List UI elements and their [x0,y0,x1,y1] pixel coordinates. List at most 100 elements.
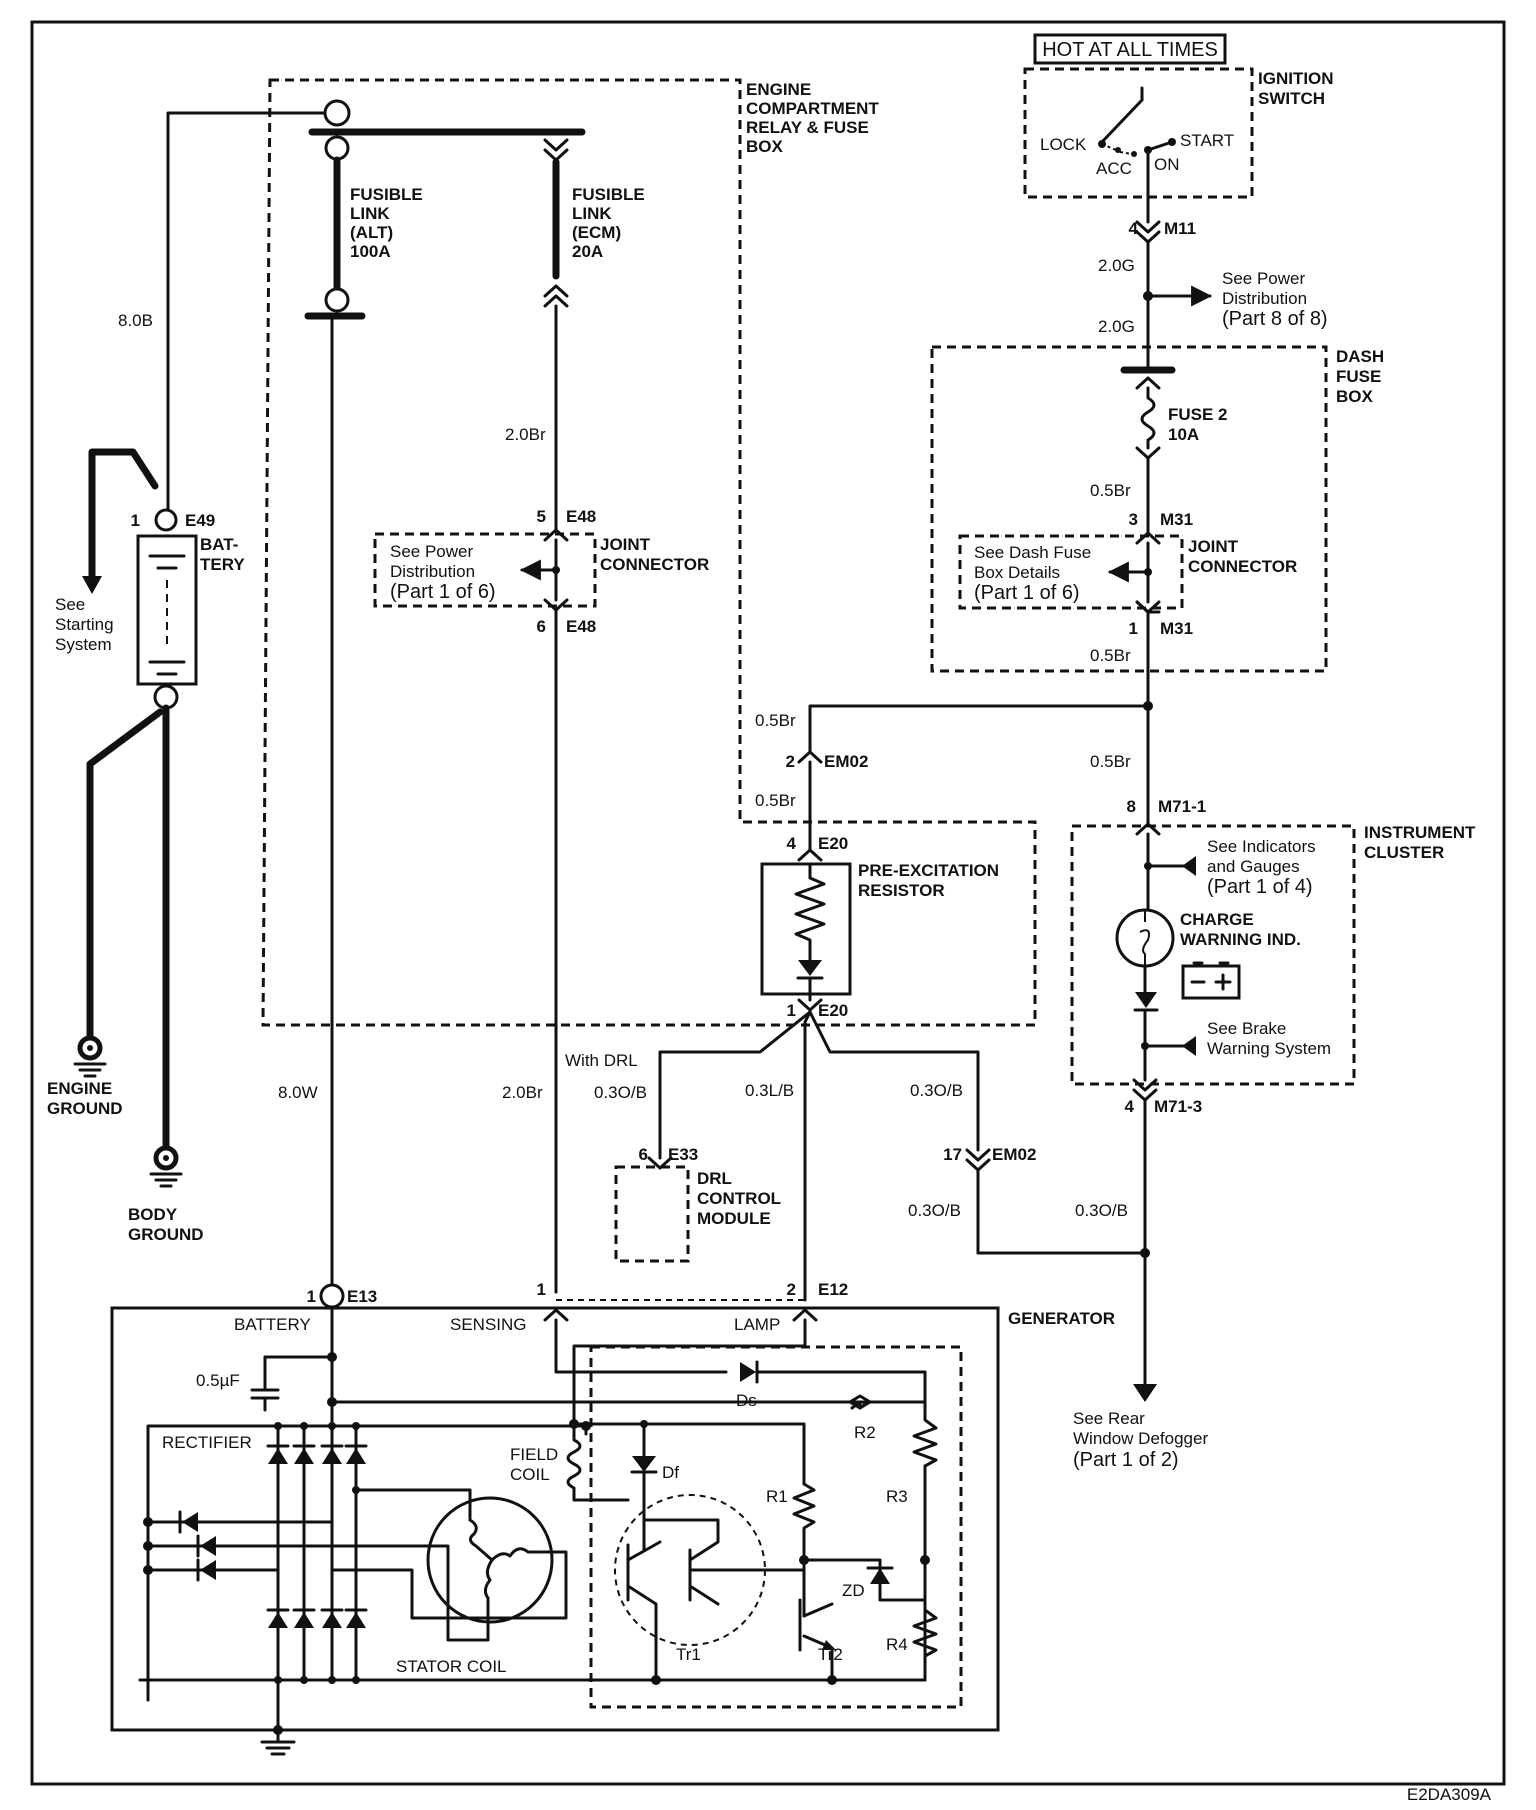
m11-connector: M11 [1164,219,1196,238]
wire-0-5br-d: 0.5Br [1090,752,1131,771]
stator-coil-label: STATOR COIL [396,1657,507,1676]
see-dash-fuse-a: See Dash Fuse [974,543,1091,562]
battery-terminal-label: BATTERY [234,1315,311,1334]
generator-internals [138,1299,938,1685]
generator-ground [260,1678,296,1756]
wire-0-3ob-a: 0.3O/B [594,1083,647,1102]
ign-label-2: SWITCH [1258,89,1325,108]
engine-box-4: BOX [746,137,784,156]
ign-acc: ACC [1096,159,1132,178]
tr1-label: Tr1 [676,1645,701,1664]
dash-fuse-box-1: DASH [1336,347,1384,366]
battery-label-1: BAT- [200,535,238,554]
see-brake-2: Warning System [1207,1039,1331,1058]
m11-pin: 4 [1129,219,1139,238]
ignition-switch [1098,86,1176,202]
engine-ground-1: ENGINE [47,1079,112,1098]
body-ground-1: BODY [128,1205,178,1224]
e12-connector: E12 [818,1280,848,1299]
hot-at-all-times-frame [1033,33,1227,65]
e13-connector: E13 [347,1287,377,1306]
m71-1-pin: 8 [1127,797,1136,816]
fusible-alt-2: LINK [350,204,390,223]
joint-connector-1-a: JOINT [600,535,651,554]
battery-pin: 1 [131,511,140,530]
fusible-alt-1: FUSIBLE [350,185,423,204]
field-coil-1: FIELD [510,1445,558,1464]
see-power-8-b: Distribution [1222,289,1307,308]
see-indicators-3: (Part 1 of 4) [1207,876,1313,898]
e33-pin: 6 [639,1145,648,1164]
lamp-label: LAMP [734,1315,780,1334]
joint-connector-1-box [373,532,597,608]
m71-1-connector: M71-1 [1158,797,1206,816]
wire-0-5br-a: 0.5Br [1090,481,1131,500]
cap-label: 0.5µF [196,1371,240,1390]
joint-connector-2-box [958,534,1184,610]
e48-bot-pin: 6 [537,617,546,636]
wire-8-0w: 8.0W [278,1083,318,1102]
e48-top-connector: E48 [566,507,596,526]
dash-fuse-box-3: BOX [1336,387,1374,406]
e48-top-pin: 5 [537,507,546,526]
instrument-cluster-box [1070,824,1356,1086]
zd-label: ZD [842,1581,865,1600]
dash-fuse-box [930,345,1328,673]
supply-column [797,198,1213,852]
engine-compartment-box [261,78,1037,1027]
r1-label: R1 [766,1487,788,1506]
sensing-pin: 1 [537,1280,546,1299]
wire-0-5br-c: 0.5Br [755,711,796,730]
em02-b-connector: EM02 [992,1145,1036,1164]
see-rear-3: (Part 1 of 2) [1073,1449,1179,1471]
drl-1: DRL [697,1169,732,1188]
pre-exc-1: PRE-EXCITATION [858,861,999,880]
charge-warning-2: WARNING IND. [1180,930,1301,949]
pre-exc-2: RESISTOR [858,881,945,900]
drl-3: MODULE [697,1209,771,1228]
tr2-label: Tr2 [818,1645,843,1664]
see-dash-fuse-c: (Part 1 of 6) [974,582,1080,604]
fusible-alt-4: 100A [350,242,391,261]
generator-label: GENERATOR [1008,1309,1115,1328]
fuse2-2: 10A [1168,425,1199,444]
rectifier-label: RECTIFIER [162,1433,252,1452]
e48-bot-connector: E48 [566,617,596,636]
e20-bot-connector: E20 [818,1001,848,1020]
e13-terminal [319,1283,345,1309]
doc-id: E2DA309A [1407,1785,1492,1804]
m71-3-connector: M71-3 [1154,1097,1202,1116]
sensing-line [519,304,569,1294]
wire-0-3ob-b: 0.3O/B [910,1081,963,1100]
instrument-cluster-2: CLUSTER [1364,843,1444,862]
joint-connector-2-b: CONNECTOR [1188,557,1297,576]
instrument-cluster-1: INSTRUMENT [1364,823,1476,842]
m31-top-pin: 3 [1129,510,1138,529]
ign-on: ON [1154,155,1180,174]
e13-pin: 1 [307,1287,316,1306]
field-coil-2: COIL [510,1465,550,1484]
e20-top-pin: 4 [787,834,797,853]
r2-label: R2 [854,1423,876,1442]
wire-0-3ob-c: 0.3O/B [908,1201,961,1220]
battery-connector: E49 [185,511,215,530]
see-starting-2: Starting [55,615,114,634]
wire-0-5br-b: 0.5Br [1090,646,1131,665]
see-power-8-a: See Power [1222,269,1305,288]
instrument-cluster [976,822,1241,1402]
with-drl: With DRL [565,1051,638,1070]
see-rear-1: See Rear [1073,1409,1145,1428]
wire-2-0br-b: 2.0Br [502,1083,543,1102]
wire-0-3ob-d: 0.3O/B [1075,1201,1128,1220]
m31-top-connector: M31 [1160,510,1193,529]
fusible-ecm-1: FUSIBLE [572,185,645,204]
fusible-links [304,128,586,1292]
e12-pin: 2 [787,1280,796,1299]
body-ground-2: GROUND [128,1225,204,1244]
see-power-1-b: Distribution [390,562,475,581]
battery-label-2: TERY [200,555,245,574]
see-starting-1: See [55,595,85,614]
pre-excitation-resistor [647,848,991,1302]
